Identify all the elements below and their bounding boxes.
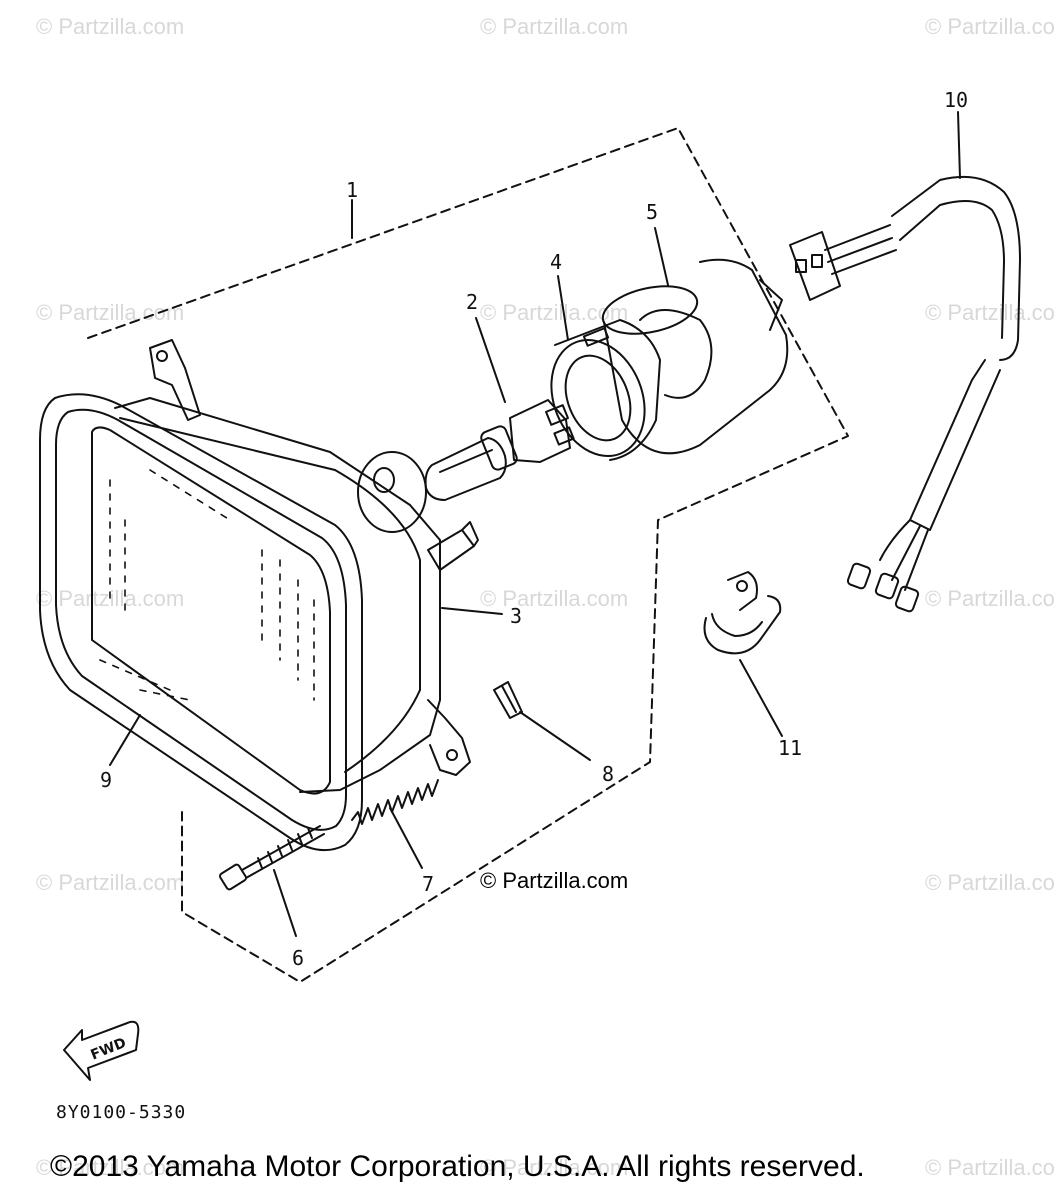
leader-line-7 — [389, 807, 423, 869]
spring — [351, 779, 439, 825]
callout-1: 1 — [345, 178, 359, 202]
callout-6: 6 — [291, 946, 305, 970]
leader-line-11 — [739, 659, 783, 737]
watermark: © Partzilla.com — [925, 870, 1056, 895]
leader-line-5 — [654, 227, 669, 286]
mounting-bracket-top — [149, 339, 201, 421]
watermark: © Partzilla.com — [925, 1155, 1056, 1180]
housing-rim-inner — [119, 417, 421, 773]
watermark: © Partzilla.com — [480, 586, 629, 611]
copyright-notice: ©2013 Yamaha Motor Corporation, U.S.A. A… — [50, 1150, 865, 1183]
leader-line-3 — [441, 607, 503, 615]
callout-2: 2 — [465, 290, 479, 314]
bracket-hole — [156, 350, 168, 362]
spring-clip — [493, 681, 523, 719]
leader-line-2 — [475, 317, 506, 403]
bulb-retainer — [550, 319, 661, 461]
watermark: © Partzilla.com — [925, 14, 1056, 39]
watermark: © Partzilla.com — [925, 586, 1056, 611]
watermark: © Partzilla.com — [36, 1155, 185, 1180]
lower-bracket-hole — [446, 749, 458, 761]
callout-5: 5 — [645, 200, 659, 224]
adjusting-screw — [219, 825, 325, 891]
rubber-boot — [601, 258, 789, 455]
watermark: © Partzilla.com — [36, 14, 185, 39]
leader-line-9 — [109, 714, 141, 766]
watermark: © Partzilla.com — [480, 14, 629, 39]
fwd-arrow-icon — [63, 1020, 140, 1081]
headlight-rim-inner — [55, 408, 347, 831]
callout-11: 11 — [777, 736, 803, 760]
leader-line-4 — [557, 275, 569, 341]
diagram-code: 8Y0100-5330 — [56, 1102, 187, 1123]
mounting-bracket-bottom — [427, 699, 471, 776]
center-watermark: © Partzilla.com — [480, 868, 629, 893]
wire-harness — [789, 175, 1021, 613]
cable-clamp — [703, 571, 782, 655]
leader-line-10 — [957, 111, 961, 179]
adjuster-post — [427, 521, 479, 571]
callout-9: 9 — [99, 768, 113, 792]
watermark: © Partzilla.com — [36, 870, 185, 895]
socket-boss — [357, 451, 427, 533]
leader-line-8 — [519, 711, 591, 761]
socket-boss-inner — [373, 467, 395, 493]
callout-10: 10 — [943, 88, 969, 112]
assembly-boundary — [87, 127, 849, 983]
lens-face — [91, 426, 331, 795]
lens-pattern — [99, 469, 315, 701]
leader-line-6 — [273, 869, 297, 937]
callout-4: 4 — [549, 250, 563, 274]
watermark: © Partzilla.com — [925, 300, 1056, 325]
watermark: © Partzilla.com — [480, 1155, 629, 1180]
callout-3: 3 — [509, 604, 523, 628]
headlight-housing — [114, 397, 441, 793]
headlight-rim-outer — [39, 393, 363, 852]
callout-8: 8 — [601, 762, 615, 786]
callout-7: 7 — [421, 872, 435, 896]
bulb — [424, 399, 575, 501]
